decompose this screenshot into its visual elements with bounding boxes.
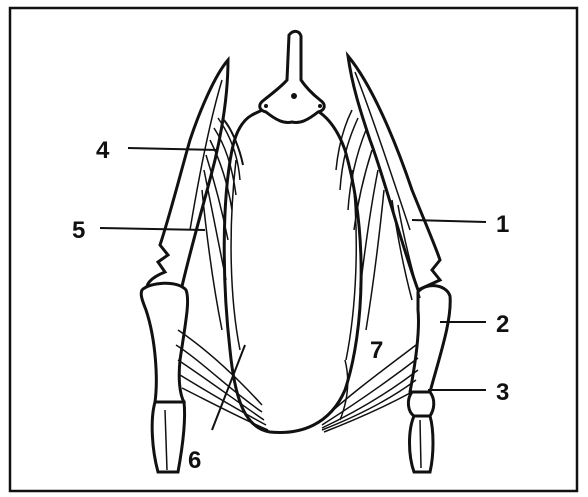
right-upper-limb — [408, 286, 450, 472]
central-body — [224, 31, 361, 432]
label-4: 4 — [96, 137, 110, 164]
label-5: 5 — [72, 217, 85, 244]
label-1: 1 — [496, 211, 509, 238]
label-7: 7 — [370, 337, 383, 364]
label-6: 6 — [188, 447, 201, 474]
label-3: 3 — [496, 379, 509, 406]
label-2: 2 — [496, 311, 509, 338]
left-upper-limb — [141, 283, 187, 472]
left-blade — [147, 60, 228, 295]
